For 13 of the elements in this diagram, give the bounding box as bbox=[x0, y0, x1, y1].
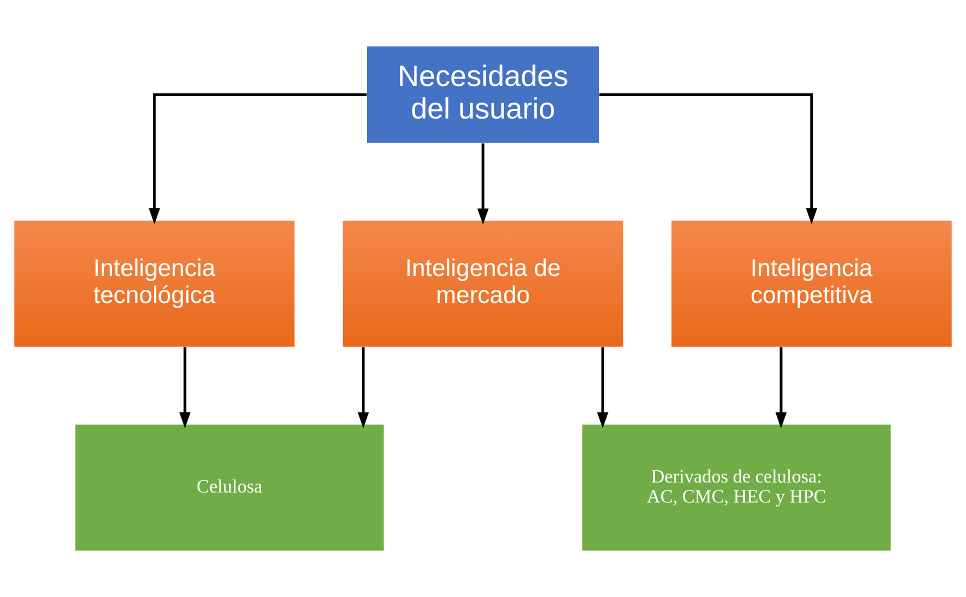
arrow bbox=[358, 347, 369, 428]
node-box: Derivados de celulosa: AC, CMC, HEC y HPC bbox=[582, 424, 891, 551]
node-box: Necesidades del usuario bbox=[367, 46, 599, 143]
node-box: Inteligencia tecnológica bbox=[14, 220, 295, 347]
arrow bbox=[179, 347, 191, 428]
arrow bbox=[148, 93, 367, 224]
arrow bbox=[477, 143, 489, 225]
arrow bbox=[597, 347, 608, 428]
node-box: Inteligencia de mercado bbox=[342, 220, 624, 347]
arrow bbox=[599, 93, 818, 224]
arrow bbox=[775, 347, 787, 428]
node-box: Celulosa bbox=[75, 424, 384, 551]
node-box: Inteligencia competitiva bbox=[671, 220, 952, 347]
